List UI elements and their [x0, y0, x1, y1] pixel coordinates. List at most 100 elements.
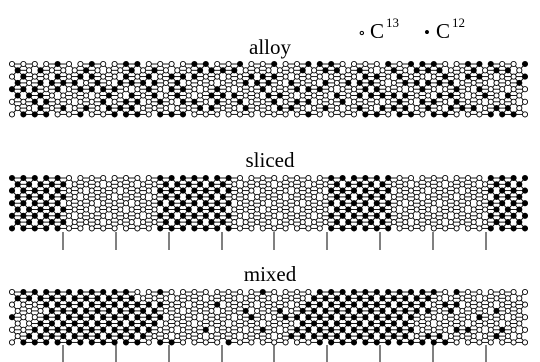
- atom-c13: [219, 320, 226, 327]
- atom-c12: [43, 339, 50, 346]
- atom-c13: [453, 200, 460, 207]
- atom-c12: [350, 301, 358, 308]
- atom-c12: [157, 212, 164, 219]
- atom-c12: [8, 314, 16, 321]
- atom-c12: [20, 86, 27, 93]
- atom-c12: [26, 295, 33, 302]
- atom-c12: [510, 174, 517, 182]
- atom-c12: [368, 219, 375, 226]
- atom-c12: [26, 333, 33, 340]
- atom-c12: [231, 67, 238, 74]
- atom-c12: [379, 333, 386, 340]
- atom-c12: [197, 181, 204, 188]
- atom-c12: [242, 307, 249, 314]
- atom-c13: [482, 181, 489, 188]
- atom-c13: [83, 219, 90, 226]
- atom-c13: [436, 307, 443, 314]
- atom-c13: [219, 307, 226, 314]
- atom-c13: [311, 219, 318, 226]
- atom-c13: [134, 73, 141, 80]
- atom-c13: [65, 98, 73, 105]
- atom-c13: [185, 295, 192, 302]
- atom-c12: [202, 187, 209, 194]
- atom-c12: [151, 79, 158, 86]
- atom-c12: [117, 307, 124, 314]
- atom-c13: [316, 174, 323, 182]
- atom-c12: [362, 111, 369, 118]
- atom-c12: [504, 193, 511, 200]
- atom-c12: [356, 92, 363, 99]
- atom-c12: [174, 193, 181, 200]
- atom-c13: [94, 67, 101, 74]
- atom-c13: [174, 295, 181, 302]
- atom-c12: [339, 225, 346, 232]
- atom-c12: [26, 193, 33, 200]
- atom-c12: [8, 174, 16, 182]
- atom-c12: [208, 92, 215, 99]
- atom-c12: [134, 326, 141, 333]
- atom-c13: [476, 301, 483, 308]
- atom-c12: [385, 301, 392, 308]
- atom-c12: [453, 288, 460, 296]
- atom-c12: [65, 301, 73, 308]
- atom-c13: [88, 212, 95, 219]
- atom-c13: [425, 206, 432, 213]
- atom-c12: [208, 105, 215, 112]
- atom-c13: [476, 111, 483, 118]
- atom-c12: [345, 295, 352, 302]
- atom-c13: [248, 187, 255, 194]
- atom-c13: [368, 67, 375, 74]
- atom-c12: [54, 73, 61, 80]
- atom-c12: [151, 67, 158, 74]
- atom-c12: [88, 86, 95, 93]
- atom-c13: [54, 98, 61, 105]
- atom-c13: [413, 92, 420, 99]
- atom-c12: [402, 105, 409, 112]
- atom-c12: [219, 206, 226, 213]
- atom-c12: [219, 67, 226, 74]
- atom-c13: [14, 333, 21, 340]
- atom-c13: [231, 181, 238, 188]
- atom-c13: [105, 181, 112, 188]
- atom-c13: [482, 333, 489, 340]
- atom-c12: [305, 314, 312, 321]
- atom-c12: [105, 105, 112, 112]
- atom-c13: [311, 79, 318, 86]
- atom-c13: [430, 200, 437, 207]
- atom-c12: [83, 333, 90, 340]
- atom-c12: [350, 187, 358, 194]
- atom-c12: [179, 212, 187, 219]
- atom-c12: [442, 339, 449, 346]
- atom-c12: [48, 219, 55, 226]
- atom-c12: [134, 98, 141, 105]
- atom-c12: [8, 212, 16, 219]
- atom-c12: [14, 92, 21, 99]
- atom-c12: [43, 212, 50, 219]
- atom-c13: [419, 174, 426, 182]
- atom-c13: [459, 307, 466, 314]
- atom-c13: [185, 105, 192, 112]
- atom-c12: [185, 193, 192, 200]
- atom-c12: [333, 92, 340, 99]
- atom-c12: [407, 314, 415, 321]
- atom-c12: [31, 111, 38, 118]
- atom-c13: [174, 320, 181, 327]
- atom-c12: [356, 333, 363, 340]
- atom-c13: [413, 320, 420, 327]
- atom-c13: [236, 314, 244, 321]
- atom-c12: [37, 79, 44, 86]
- atom-c12: [402, 79, 409, 86]
- atom-c12: [88, 73, 95, 80]
- atom-c13: [293, 60, 301, 68]
- atom-c13: [134, 187, 141, 194]
- atom-c13: [145, 111, 152, 118]
- atom-c13: [83, 193, 90, 200]
- atom-c13: [407, 98, 415, 105]
- atom-c12: [88, 288, 95, 296]
- atom-c13: [282, 200, 289, 207]
- atom-c13: [208, 79, 215, 86]
- atom-c13: [179, 314, 187, 321]
- atom-c12: [37, 206, 44, 213]
- atom-c13: [208, 307, 215, 314]
